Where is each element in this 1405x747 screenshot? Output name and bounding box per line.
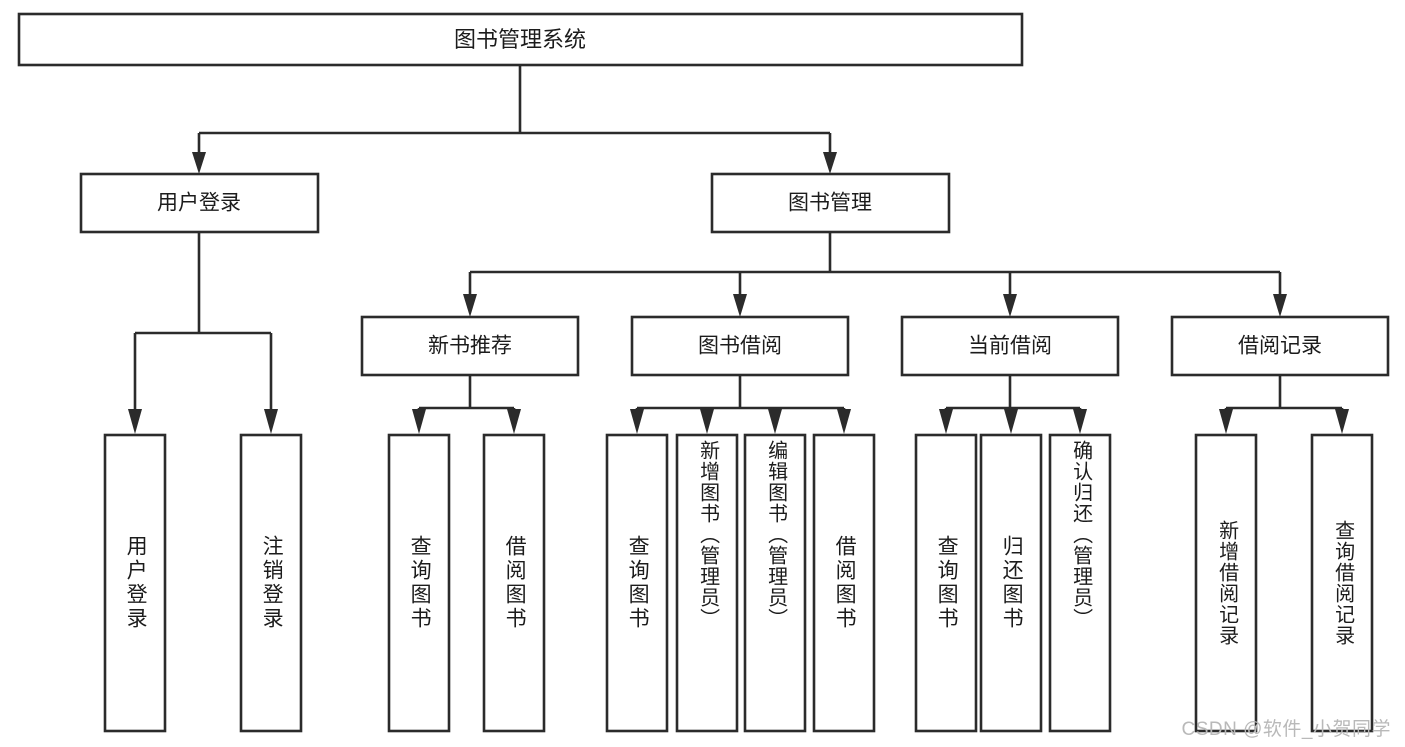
leaf-box-12[interactable] [1194, 433, 1258, 733]
arrow-to-user-login [192, 152, 206, 174]
node-book-borrow-box[interactable] [630, 315, 850, 377]
arrow-leaf-13 [1335, 409, 1349, 434]
leaf-box-11[interactable] [1048, 433, 1112, 733]
node-root[interactable]: 图书管理系统 [17, 12, 1024, 67]
leaf-box-2[interactable] [239, 433, 303, 733]
arrow-leaf-3 [412, 409, 426, 434]
arrow-level3-1 [463, 294, 477, 317]
arrow-leaf-11 [1073, 409, 1087, 434]
arrow-leaf-10 [1004, 409, 1018, 434]
node-borrow-record-box[interactable] [1170, 315, 1390, 377]
arrow-leaf-9 [939, 409, 953, 434]
arrow-leaf-6 [700, 409, 714, 434]
leaf-box-10[interactable] [979, 433, 1043, 733]
arrow-level3-2 [733, 294, 747, 317]
node-borrow-record[interactable]: 借阅记录 [1170, 315, 1390, 377]
leaf-box-group [103, 433, 1374, 733]
arrow-leaf-4 [507, 409, 521, 434]
node-root-label: 图书管理系统 [454, 27, 586, 52]
leaf-box-13[interactable] [1310, 433, 1374, 733]
node-current-borrow[interactable]: 当前借阅 [900, 315, 1120, 377]
node-user-login-box[interactable] [79, 172, 320, 234]
node-book-borrow-label: 图书借阅 [698, 335, 782, 358]
node-user-login[interactable]: 用户登录 [79, 172, 320, 234]
leaf-box-8[interactable] [812, 433, 876, 733]
node-book-manage-label: 图书管理 [788, 192, 872, 215]
node-root-box[interactable] [17, 12, 1024, 67]
leaf-box-6[interactable] [675, 433, 739, 733]
node-new-book-recommend[interactable]: 新书推荐 [360, 315, 580, 377]
leaf-box-7[interactable] [743, 433, 807, 733]
arrow-leaf-2 [264, 409, 278, 434]
node-new-book-recommend-label: 新书推荐 [428, 335, 512, 358]
leaf-box-1[interactable] [103, 433, 167, 733]
node-current-borrow-label: 当前借阅 [968, 335, 1052, 358]
arrow-leaf-1 [128, 409, 142, 434]
node-book-manage[interactable]: 图书管理 [710, 172, 951, 234]
arrow-to-book-manage [823, 152, 837, 174]
arrow-leaf-8 [837, 409, 851, 434]
arrow-leaf-12 [1219, 409, 1233, 434]
connector-group [128, 65, 1349, 434]
leaf-box-4[interactable] [482, 433, 546, 733]
node-user-login-label: 用户登录 [157, 192, 241, 215]
arrow-level3-3 [1003, 294, 1017, 317]
leaf-box-5[interactable] [605, 433, 669, 733]
leaf-box-3[interactable] [387, 433, 451, 733]
node-book-borrow[interactable]: 图书借阅 [630, 315, 850, 377]
node-current-borrow-box[interactable] [900, 315, 1120, 377]
leaf-box-9[interactable] [914, 433, 978, 733]
arrow-leaf-5 [630, 409, 644, 434]
node-borrow-record-label: 借阅记录 [1238, 335, 1322, 358]
node-book-manage-box[interactable] [710, 172, 951, 234]
arrow-level3-4 [1273, 294, 1287, 317]
node-new-book-recommend-box[interactable] [360, 315, 580, 377]
arrow-leaf-7 [768, 409, 782, 434]
